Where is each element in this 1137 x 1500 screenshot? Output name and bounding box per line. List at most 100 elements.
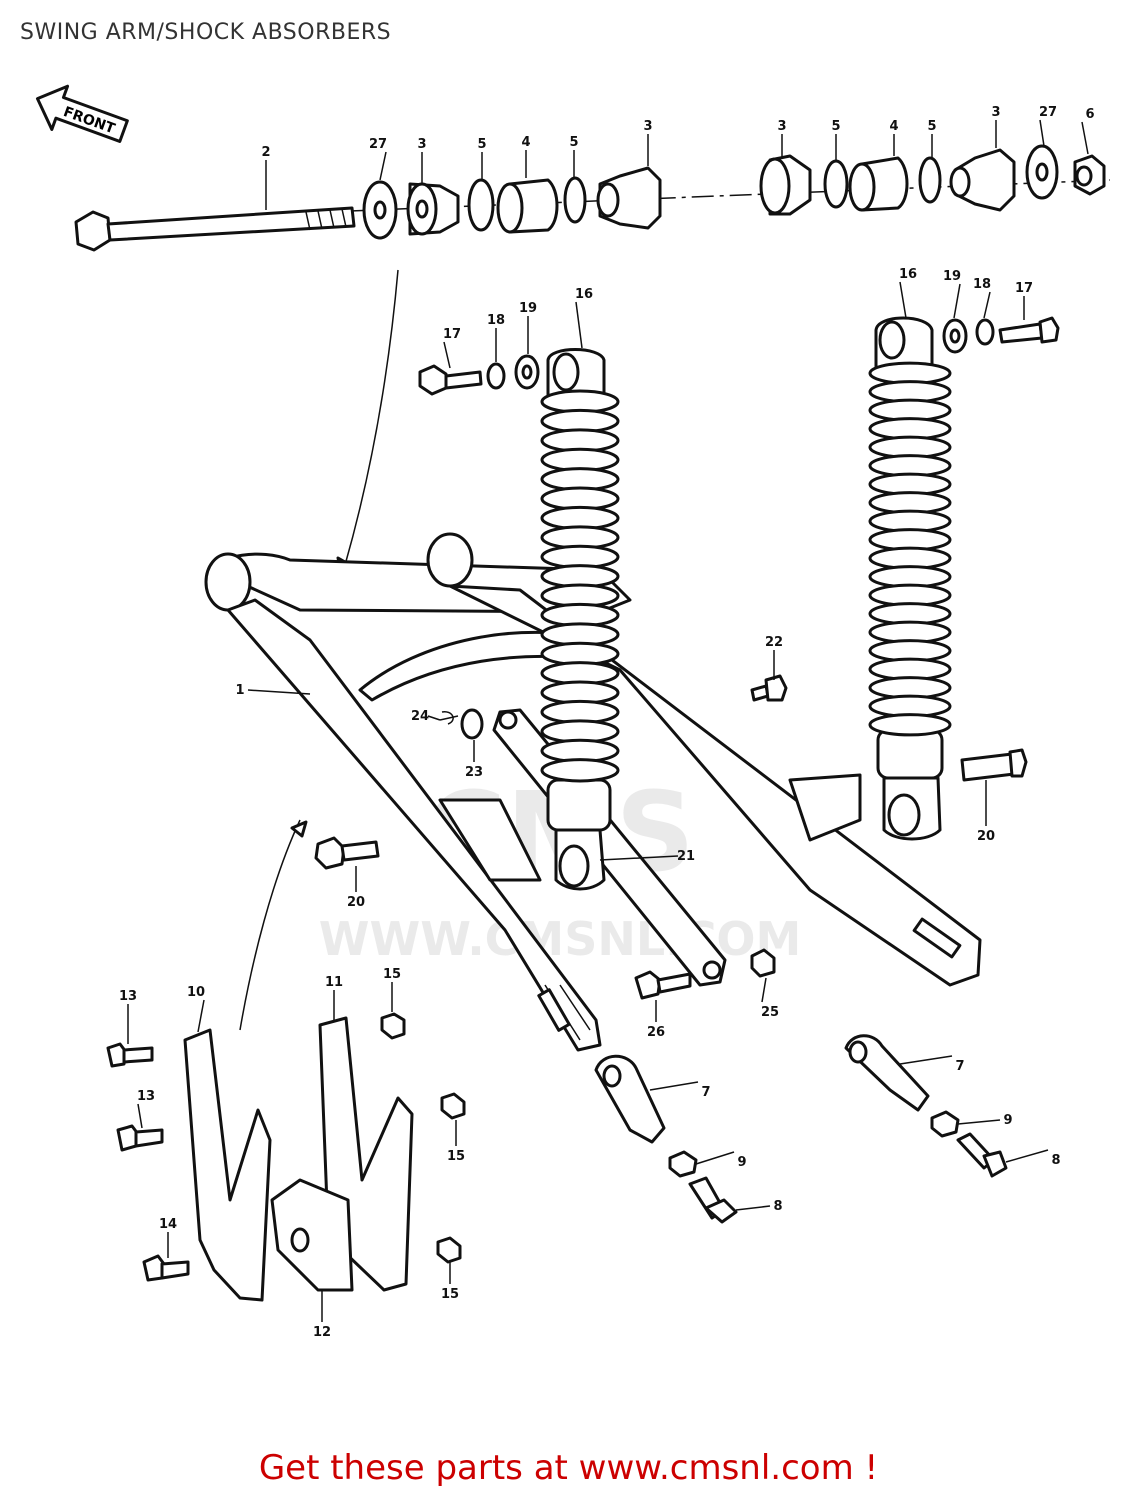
- callout-c-5d: 5: [927, 119, 936, 134]
- bolt-17-right: [998, 316, 1060, 344]
- leader-c-10: [197, 999, 205, 1033]
- swing-arm: [204, 532, 982, 1052]
- bushing-3-a: [406, 182, 460, 236]
- callout-c-13a: 13: [119, 989, 137, 1004]
- callout-c-11: 11: [325, 975, 343, 990]
- bolt-8-left: [688, 1176, 738, 1224]
- nut-9-right: [930, 1110, 960, 1138]
- washer-23: [460, 708, 484, 740]
- leader-c-7a: [649, 1081, 699, 1091]
- callout-c-8b: 8: [1051, 1153, 1060, 1168]
- leader-c-9a: [695, 1151, 735, 1165]
- watermark-url: WWW.CMSNL.COM: [319, 912, 802, 966]
- callout-c-4b: 4: [889, 119, 898, 134]
- callout-c-2: 2: [261, 145, 270, 160]
- bolt-13-upper: [106, 1042, 154, 1068]
- leader-c-8a: [735, 1205, 771, 1211]
- pivot-bolt: [74, 206, 356, 252]
- callout-c-9b: 9: [1003, 1113, 1012, 1128]
- callout-c-18a: 18: [487, 313, 505, 328]
- leader-c-19b: [953, 283, 961, 319]
- callout-c-7b: 7: [955, 1059, 964, 1074]
- o-ring-5-a: [467, 178, 495, 232]
- callout-c-20b: 20: [977, 829, 995, 844]
- nut-15-c: [436, 1236, 462, 1264]
- chain-guide-12: [270, 1178, 354, 1292]
- axle-adjuster-7-right: [844, 1034, 930, 1112]
- adjuster-plate-10: [183, 1028, 272, 1302]
- pivot-shaft-assembly: [74, 144, 1111, 252]
- callout-c-25: 25: [761, 1005, 779, 1020]
- leader-c-24: [427, 715, 441, 721]
- diagram-title: SWING ARM/SHOCK ABSORBERS: [20, 20, 392, 45]
- callout-c-19b: 19: [943, 269, 961, 284]
- bolt-26: [634, 970, 692, 1000]
- assembly-arrow-lower-head: [290, 820, 308, 838]
- shock-absorber-left: [546, 348, 612, 891]
- callout-c-18b: 18: [973, 277, 991, 292]
- leader-c-7b: [899, 1055, 953, 1065]
- cotter-pin-24: [439, 711, 459, 725]
- washer-18-left: [486, 362, 506, 390]
- collar-27-left: [362, 180, 398, 240]
- spring-coil: [868, 713, 952, 737]
- shock-spring-right[interactable]: [868, 361, 952, 737]
- callout-c-12: 12: [313, 1325, 331, 1340]
- leader-c-25: [761, 977, 767, 1003]
- callout-c-6: 6: [1085, 107, 1094, 122]
- callout-c-5c: 5: [831, 119, 840, 134]
- callout-c-5a: 5: [477, 137, 486, 152]
- callout-c-22: 22: [765, 635, 783, 650]
- callout-c-4a: 4: [521, 135, 530, 150]
- washer-19-right: [942, 318, 968, 354]
- axle-adjuster-7-left: [594, 1054, 666, 1144]
- callout-c-15c: 15: [441, 1287, 459, 1302]
- bolt-20-left: [314, 836, 380, 870]
- nut-15-b: [440, 1092, 466, 1120]
- shock-absorber-right: [874, 316, 944, 841]
- leader-c-9b: [957, 1119, 1001, 1125]
- leader-c-16b: [899, 281, 907, 319]
- o-ring-5-d: [918, 156, 942, 204]
- leader-c-13b: [137, 1103, 143, 1129]
- nut-6: [1073, 154, 1106, 196]
- assembly-arrow-lower: [239, 819, 301, 1031]
- callout-c-3a: 3: [417, 137, 426, 152]
- bolt-22: [750, 674, 788, 702]
- nut-9-left: [668, 1150, 698, 1178]
- bushing-3-d: [949, 148, 1016, 212]
- callout-c-21: 21: [677, 849, 695, 864]
- sleeve-4-a: [496, 178, 559, 234]
- callout-c-3b: 3: [643, 119, 652, 134]
- callout-c-13b: 13: [137, 1089, 155, 1104]
- bolt-8-right: [956, 1132, 1008, 1178]
- bolt-13-lower: [116, 1124, 164, 1152]
- callout-c-16b: 16: [899, 267, 917, 282]
- cta-banner[interactable]: Get these parts at www.cmsnl.com !: [258, 1448, 879, 1488]
- callout-c-17a: 17: [443, 327, 461, 342]
- leader-lines: [127, 119, 1089, 1322]
- leader-c-1: [247, 689, 311, 695]
- leader-c-8b: [1005, 1149, 1049, 1163]
- bushing-3-c: [759, 154, 812, 216]
- callout-c-26: 26: [647, 1025, 665, 1040]
- leader-c-27a: [379, 151, 387, 181]
- callout-c-14: 14: [159, 1217, 177, 1232]
- collar-27-right: [1025, 144, 1059, 200]
- callout-c-24: 24: [411, 709, 429, 724]
- leader-c-21: [599, 855, 679, 861]
- callout-c-23: 23: [465, 765, 483, 780]
- callout-c-15a: 15: [383, 967, 401, 982]
- callout-c-3c: 3: [777, 119, 786, 134]
- shock-spring-left[interactable]: [540, 389, 620, 783]
- nut-25: [750, 948, 776, 978]
- bolt-17-left: [418, 364, 483, 396]
- callout-c-20a: 20: [347, 895, 365, 910]
- o-ring-5-b: [563, 176, 587, 224]
- callout-c-16a: 16: [575, 287, 593, 302]
- o-ring-5-c: [823, 159, 849, 209]
- callout-c-27b: 27: [1039, 105, 1057, 120]
- leader-c-16a: [575, 301, 583, 349]
- callout-c-17b: 17: [1015, 281, 1033, 296]
- leader-c-27b: [1039, 119, 1045, 147]
